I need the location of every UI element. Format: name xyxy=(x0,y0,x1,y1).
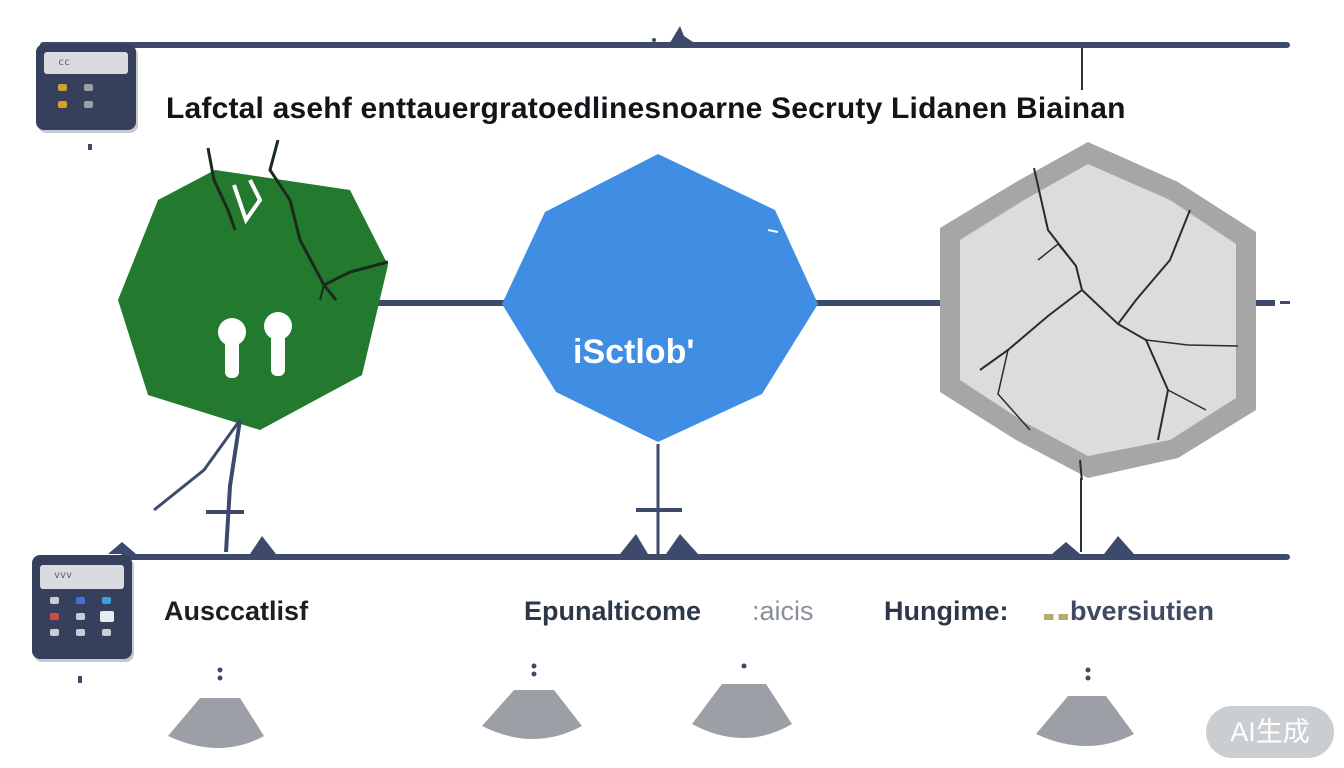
ai-generated-badge: AI生成 xyxy=(1206,706,1334,758)
calculator-key xyxy=(50,613,59,620)
cone-icon xyxy=(1036,667,1134,746)
calculator-key xyxy=(58,101,67,108)
bottom-rail-notches xyxy=(108,534,1134,554)
calculator-key xyxy=(76,597,85,604)
calculator-key xyxy=(50,597,59,604)
calculator-key xyxy=(76,629,85,636)
calculator-key xyxy=(102,597,111,604)
cone-icon xyxy=(168,667,264,748)
gray-stem xyxy=(1080,478,1082,552)
calculator-key xyxy=(84,101,93,108)
calculator-icon-bottom: vvv xyxy=(32,555,132,659)
calculator-screen: vvv xyxy=(40,565,124,589)
gray-hexagon xyxy=(940,142,1256,480)
caption-middle-suffix: :aicis xyxy=(752,596,814,626)
calculator-icon-top: cc xyxy=(36,44,136,130)
caption-right-bullets xyxy=(1044,614,1068,620)
rail-drop-right xyxy=(1081,48,1083,90)
calculator-key xyxy=(58,84,67,91)
green-hexagon xyxy=(118,140,389,430)
calculator-key xyxy=(76,613,85,620)
caption-right-suffix: bversiutien xyxy=(1070,596,1215,626)
green-stem xyxy=(153,419,244,553)
top-rail-notch xyxy=(652,26,696,46)
device-dot xyxy=(88,144,92,150)
caption-left: Ausccatlisf xyxy=(164,596,309,626)
top-rail xyxy=(40,42,1290,48)
calculator-key xyxy=(102,629,111,636)
device-dot xyxy=(78,676,82,683)
page-title: Lafctal asehf enttauergratoedlinesnoarne… xyxy=(166,92,1126,125)
bottom-rail xyxy=(120,554,1290,560)
hex-connector-dash xyxy=(1280,301,1290,304)
calculator-screen: cc xyxy=(44,52,128,74)
calculator-key xyxy=(50,629,59,636)
blue-stem xyxy=(636,444,682,558)
calculator-key xyxy=(84,84,93,91)
blue-hexagon-label: iSctlob' xyxy=(573,333,695,371)
cone-icon xyxy=(692,663,792,738)
caption-right: Hungime: xyxy=(884,596,1009,626)
hex-connector-line xyxy=(370,300,1275,306)
calculator-key xyxy=(100,611,114,622)
cone-icon xyxy=(482,663,582,739)
caption-middle: Epunalticome xyxy=(524,596,702,626)
blue-hexagon xyxy=(502,154,818,442)
